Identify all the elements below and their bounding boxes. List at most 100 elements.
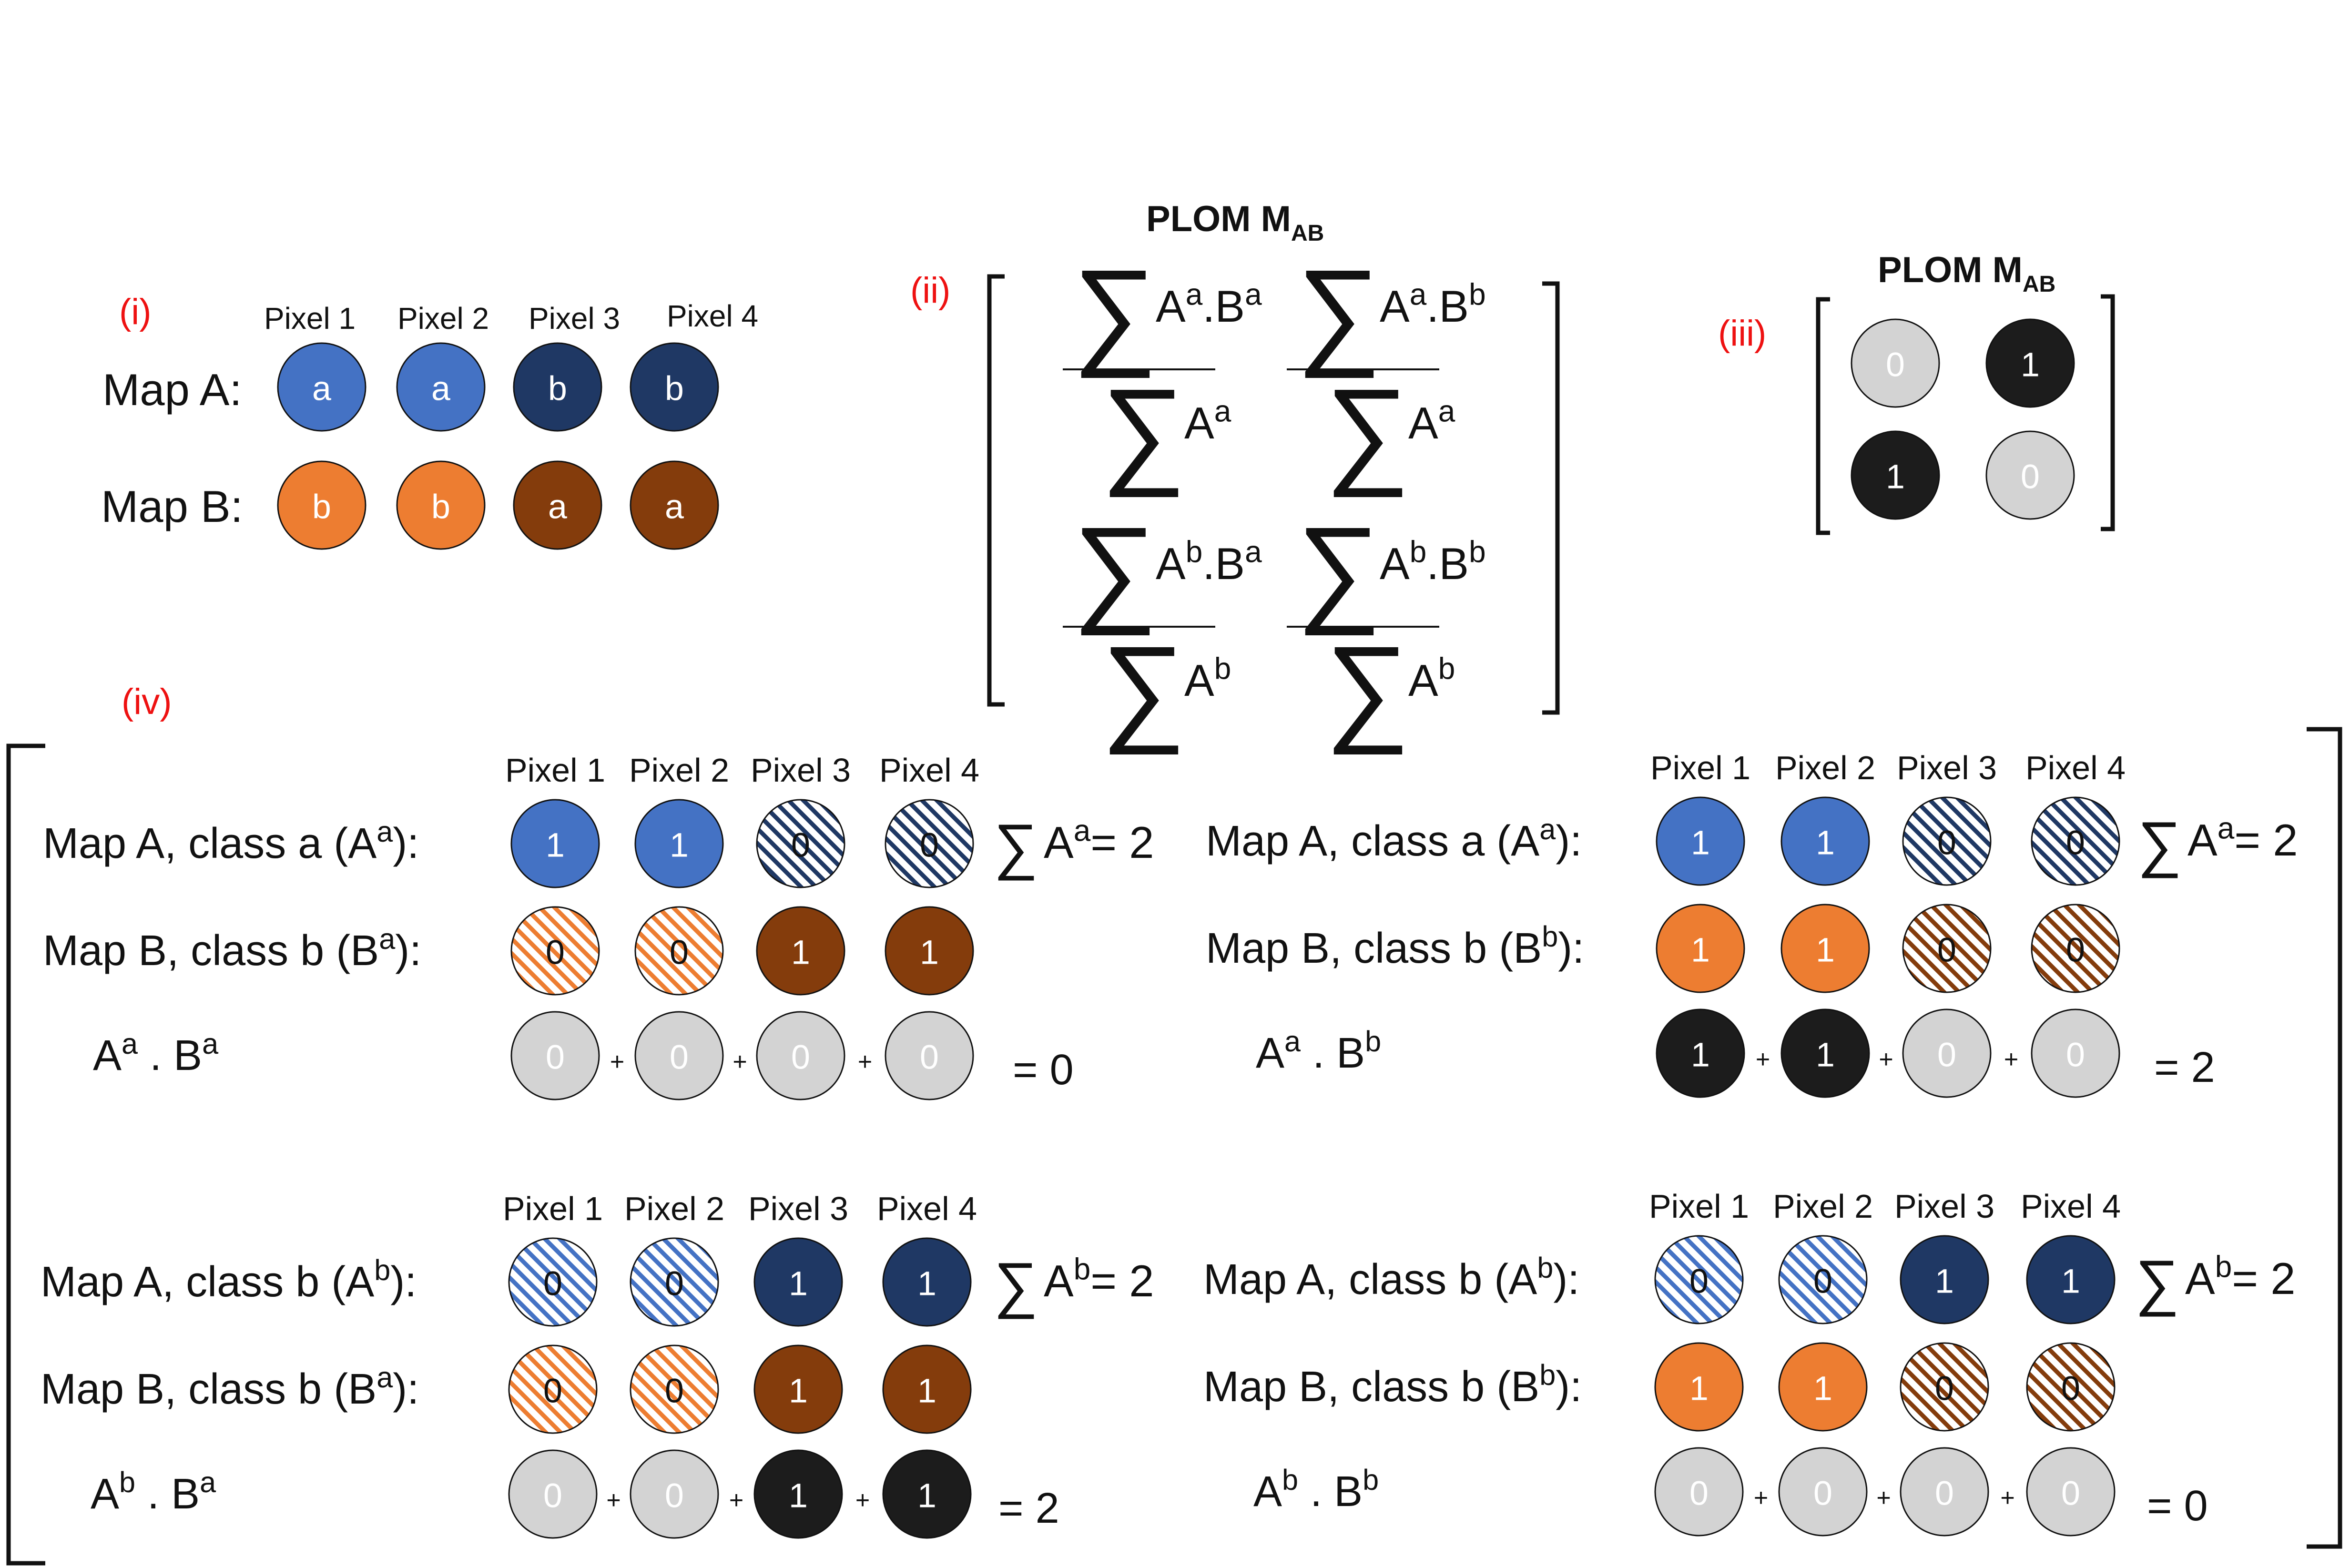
pixel-disc [508, 1449, 598, 1539]
pixel-disc [1851, 318, 1940, 408]
pixel-label: Pixel 1 [1649, 1188, 1749, 1225]
pixel-circle: 0 [630, 1449, 719, 1539]
pixel-disc [2026, 1235, 2116, 1324]
pixel-disc [885, 799, 974, 888]
pixel-disc [1654, 1447, 1744, 1537]
pixel-disc [1900, 1342, 1989, 1432]
pixel-label: Pixel 3 [748, 1190, 848, 1227]
pixel-value: 1 [789, 1265, 808, 1303]
pixel-disc [1780, 904, 1870, 993]
class-sum: ∑Aa= 2 [2137, 809, 2298, 878]
pixel-disc [510, 1011, 600, 1100]
formula-numerator: Aa.Ba [1156, 277, 1262, 331]
pixel-value: 1 [1691, 931, 1710, 969]
sum-symbol: ∑ [1325, 621, 1410, 754]
pixel-disc [1900, 1447, 1989, 1537]
plus-sign: + [855, 1487, 870, 1514]
panel-i-marker: (i) [119, 292, 152, 332]
pixel-value: 1 [1689, 1370, 1709, 1408]
pixel-circle: 1 [1654, 1342, 1744, 1432]
pixel-value: 1 [1935, 1263, 1954, 1301]
pixel-circle: 1 [1780, 1008, 1870, 1098]
plom-formula-cell: ∑Aa.Bb∑Aa [1287, 245, 1486, 497]
pixel-disc [2031, 1008, 2120, 1098]
pixel-disc [1656, 796, 1745, 886]
pixel-circle: 0 [634, 906, 724, 996]
pixel-value: 0 [670, 934, 689, 972]
plus-sign: + [1876, 1484, 1891, 1512]
pixel-value: 1 [1816, 824, 1835, 862]
pixel-circle: 0 [756, 799, 845, 888]
pixel-disc [630, 460, 719, 550]
pixel-disc [882, 1237, 972, 1327]
pixel-disc [396, 460, 486, 550]
pixel-disc [1900, 1235, 1989, 1324]
pixel-circle: 1 [1656, 1008, 1745, 1098]
pixel-disc [510, 799, 600, 888]
formula-denominator: Ab [1408, 651, 1455, 705]
pixel-label: Pixel 2 [1775, 749, 1875, 786]
pixel-label: Pixel 2 [624, 1190, 724, 1227]
plom-formula-cells: ∑Aa.Ba∑Aa∑Aa.Bb∑Aa∑Ab.Ba∑Ab∑Ab.Bb∑Ab [1063, 245, 1486, 754]
pixel-circle: 1 [1985, 318, 2075, 408]
row-label: Map A, class a (Aa): [43, 815, 419, 867]
pixel-circle: 1 [753, 1449, 843, 1539]
pixel-disc [1656, 904, 1745, 993]
pixel-disc [1902, 904, 1992, 993]
formula-denominator: Aa [1184, 394, 1231, 448]
pixel-disc [1851, 430, 1940, 520]
pixel-value: 1 [2021, 346, 2040, 384]
pixel-disc [1654, 1342, 1744, 1432]
pixel-value: a [548, 488, 567, 526]
plus-sign: + [729, 1487, 743, 1514]
pixel-circle: 1 [753, 1344, 843, 1434]
pixel-disc [508, 1237, 598, 1327]
pixel-value: 1 [2061, 1263, 2080, 1301]
pixel-circle: 1 [1900, 1235, 1989, 1324]
pixel-value: 1 [917, 1372, 936, 1410]
pixel-label: Pixel 2 [397, 301, 489, 336]
pixel-value: 1 [917, 1477, 936, 1515]
plus-sign: + [606, 1487, 621, 1514]
pixel-disc [882, 1344, 972, 1434]
pixel-value: 1 [789, 1372, 808, 1410]
pixel-circle: 0 [2031, 796, 2120, 886]
pixel-circle: 1 [885, 906, 974, 996]
matrix-right-bracket [1542, 281, 1560, 715]
pixel-value: 1 [670, 826, 689, 865]
plom-formula-cell: ∑Aa.Ba∑Aa [1063, 245, 1262, 497]
pixel-disc [882, 1449, 972, 1539]
pixel-circle: 1 [634, 799, 724, 888]
pixel-circle: 0 [1778, 1235, 1868, 1324]
sum-symbol: ∑ [1296, 245, 1381, 378]
plus-sign: + [858, 1048, 872, 1076]
formula-numerator: Ab.Ba [1156, 534, 1262, 589]
plus-sign: + [1754, 1484, 1768, 1512]
row-label: Map B, class b (Bb): [1203, 1359, 1582, 1411]
pixel-circle: 0 [1654, 1447, 1744, 1537]
pixel-value: 1 [1691, 1036, 1710, 1074]
pixel-value: 0 [665, 1372, 684, 1410]
plom-formula-cell: ∑Ab.Bb∑Ab [1287, 502, 1486, 754]
pixel-label: Pixel 1 [1650, 749, 1750, 786]
pixel-circle: 1 [1851, 430, 1940, 520]
pixel-label: Pixel 3 [1894, 1188, 1994, 1225]
pixel-value: 0 [1935, 1475, 1954, 1513]
pixel-disc [1902, 1008, 1992, 1098]
plus-sign: + [1879, 1046, 1893, 1073]
pixel-value: b [665, 370, 684, 408]
pixel-value: 0 [543, 1265, 562, 1303]
pixel-label: Pixel 1 [264, 301, 356, 336]
pixel-label: Pixel 1 [505, 752, 605, 789]
pixel-value: b [431, 488, 450, 526]
pixel-circle: 1 [882, 1449, 972, 1539]
plus-sign: + [732, 1048, 747, 1076]
pixel-value: a [431, 370, 450, 408]
sum-symbol: ∑ [994, 811, 1038, 881]
pixel-circle: b [396, 460, 486, 550]
pixel-disc [885, 1011, 974, 1100]
pixel-label: Pixel 4 [667, 299, 758, 333]
pixel-disc [1778, 1447, 1868, 1537]
row-label: Map A, class b (Ab): [41, 1254, 417, 1306]
